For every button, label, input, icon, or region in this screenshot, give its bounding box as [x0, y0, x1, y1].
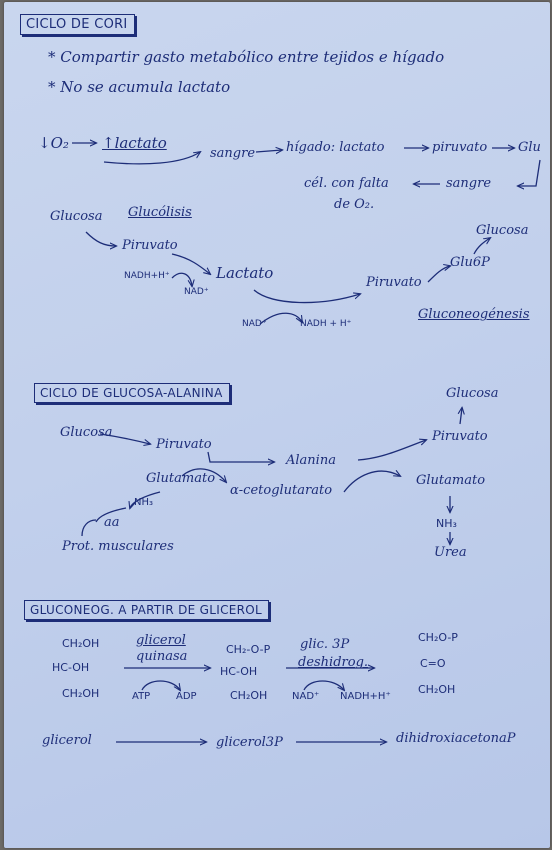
- arrow-lactato-sangre: [103, 152, 200, 165]
- arrow-nadh-nad: [171, 272, 192, 286]
- piruvato-label: piruvato: [432, 140, 488, 155]
- sangre-label: sangre: [210, 146, 256, 161]
- lactato-up: ↑lactato: [102, 134, 167, 152]
- prot-musculares: Prot. musculares: [62, 539, 174, 554]
- section-title-glicerol: GLUCONEOG. A PARTIR DE GLICEROL: [24, 600, 270, 620]
- enz2-line2: deshidrog.: [298, 655, 369, 670]
- piruvato-4: Piruvato: [156, 437, 212, 452]
- nadh-h: NADH+H⁺: [124, 271, 170, 281]
- arrow-alanina-piruvato: [357, 440, 426, 461]
- nad-2: NAD⁺: [242, 319, 267, 329]
- glicerol: glicerol: [42, 733, 92, 748]
- arrow-cetoglutarato-glutamato: [343, 471, 400, 493]
- m2-line3: CH₂OH: [230, 689, 268, 702]
- m3-line3: CH₂OH: [418, 683, 456, 696]
- cel-falta: cél. con falta: [304, 176, 389, 191]
- arrow-atp-adp: [141, 680, 180, 690]
- notebook-page: CICLO DE CORI * Compartir gasto metabóli…: [4, 2, 550, 848]
- piruvato-2: Piruvato: [122, 238, 178, 253]
- nadh-h-2: NADH + H⁺: [300, 319, 352, 329]
- m2-line1: CH₂-O-P: [226, 643, 271, 656]
- arrow-piruvato-glu6p: [427, 266, 450, 283]
- section-title-alanina: CICLO DE GLUCOSA-ALANINA: [34, 383, 230, 403]
- m1-line2: HC-OH: [52, 661, 90, 674]
- arrow-nad-nadh-3: [303, 680, 344, 690]
- piruvato-3: Piruvato: [366, 275, 422, 290]
- nh3-r: NH₃: [436, 517, 457, 530]
- glutamato: Glutamato: [146, 471, 216, 486]
- glucosa-1: Glucosa: [50, 209, 103, 224]
- piruvato-r: Piruvato: [432, 429, 488, 444]
- higado-lactato: hígado: lactato: [286, 140, 385, 155]
- arrow-prot-aa: [81, 519, 97, 537]
- de-o2: de O₂.: [334, 197, 375, 212]
- gluconeogenesis-label: Gluconeogénesis: [418, 307, 530, 322]
- glucolisis-label: Glucólisis: [128, 205, 192, 220]
- bullet-1: * Compartir gasto metabólico entre tejid…: [48, 48, 445, 66]
- glucosa-r: Glucosa: [446, 386, 499, 401]
- arrow-piruvato-glucosa: [460, 408, 462, 425]
- section-title-cori: CICLO DE CORI: [20, 14, 135, 35]
- glucosa-3: Glucosa: [60, 425, 113, 440]
- bullet-2: * No se acumula lactato: [48, 78, 231, 96]
- atp: ATP: [132, 691, 151, 702]
- arrow-glu6p-glucosa: [473, 238, 490, 255]
- glu-label: Glu: [518, 140, 541, 155]
- m3-line1: CH₂O-P: [418, 631, 458, 644]
- lactato-1: Lactato: [216, 264, 274, 282]
- dhap: dihidroxiacetonaP: [396, 731, 516, 746]
- nad-3: NAD⁺: [292, 691, 320, 702]
- sangre-2: sangre: [446, 176, 492, 191]
- arrow-sangre-higado: [255, 150, 282, 152]
- m1-line3: CH₂OH: [62, 687, 100, 700]
- glucosa-2: Glucosa: [476, 223, 529, 238]
- enz1-line1: glicerol: [136, 633, 186, 648]
- m3-line2: C=O: [420, 657, 446, 670]
- aa: aa: [104, 515, 120, 530]
- glicerol3p: glicerol3P: [216, 735, 283, 750]
- cetoglutarato: α-cetoglutarato: [230, 483, 333, 498]
- nh3: NH₃: [134, 497, 154, 508]
- arrow-piruvato-alanina: [207, 451, 274, 462]
- nadh-3: NADH+H⁺: [340, 691, 391, 702]
- glu6p: Glu6P: [450, 255, 490, 270]
- arrow-glucosa-piruvato: [85, 231, 116, 246]
- m2-line2: HC-OH: [220, 665, 258, 678]
- arrow-glu-sangre: [518, 159, 541, 186]
- m1-line1: CH₂OH: [62, 637, 100, 650]
- enz2-line1: glic. 3P: [300, 637, 350, 652]
- enz1-line2: quinasa: [136, 649, 188, 664]
- glutamato-r: Glutamato: [416, 473, 486, 488]
- o2-down: ↓O₂: [38, 134, 69, 152]
- adp: ADP: [176, 691, 197, 702]
- arrow-piruvato-lactato: [171, 253, 210, 274]
- urea: Urea: [434, 545, 467, 560]
- arrow-lactato-piruvato-2: [253, 289, 360, 304]
- alanina: Alanina: [286, 453, 336, 468]
- nad-1: NAD⁺: [184, 287, 209, 297]
